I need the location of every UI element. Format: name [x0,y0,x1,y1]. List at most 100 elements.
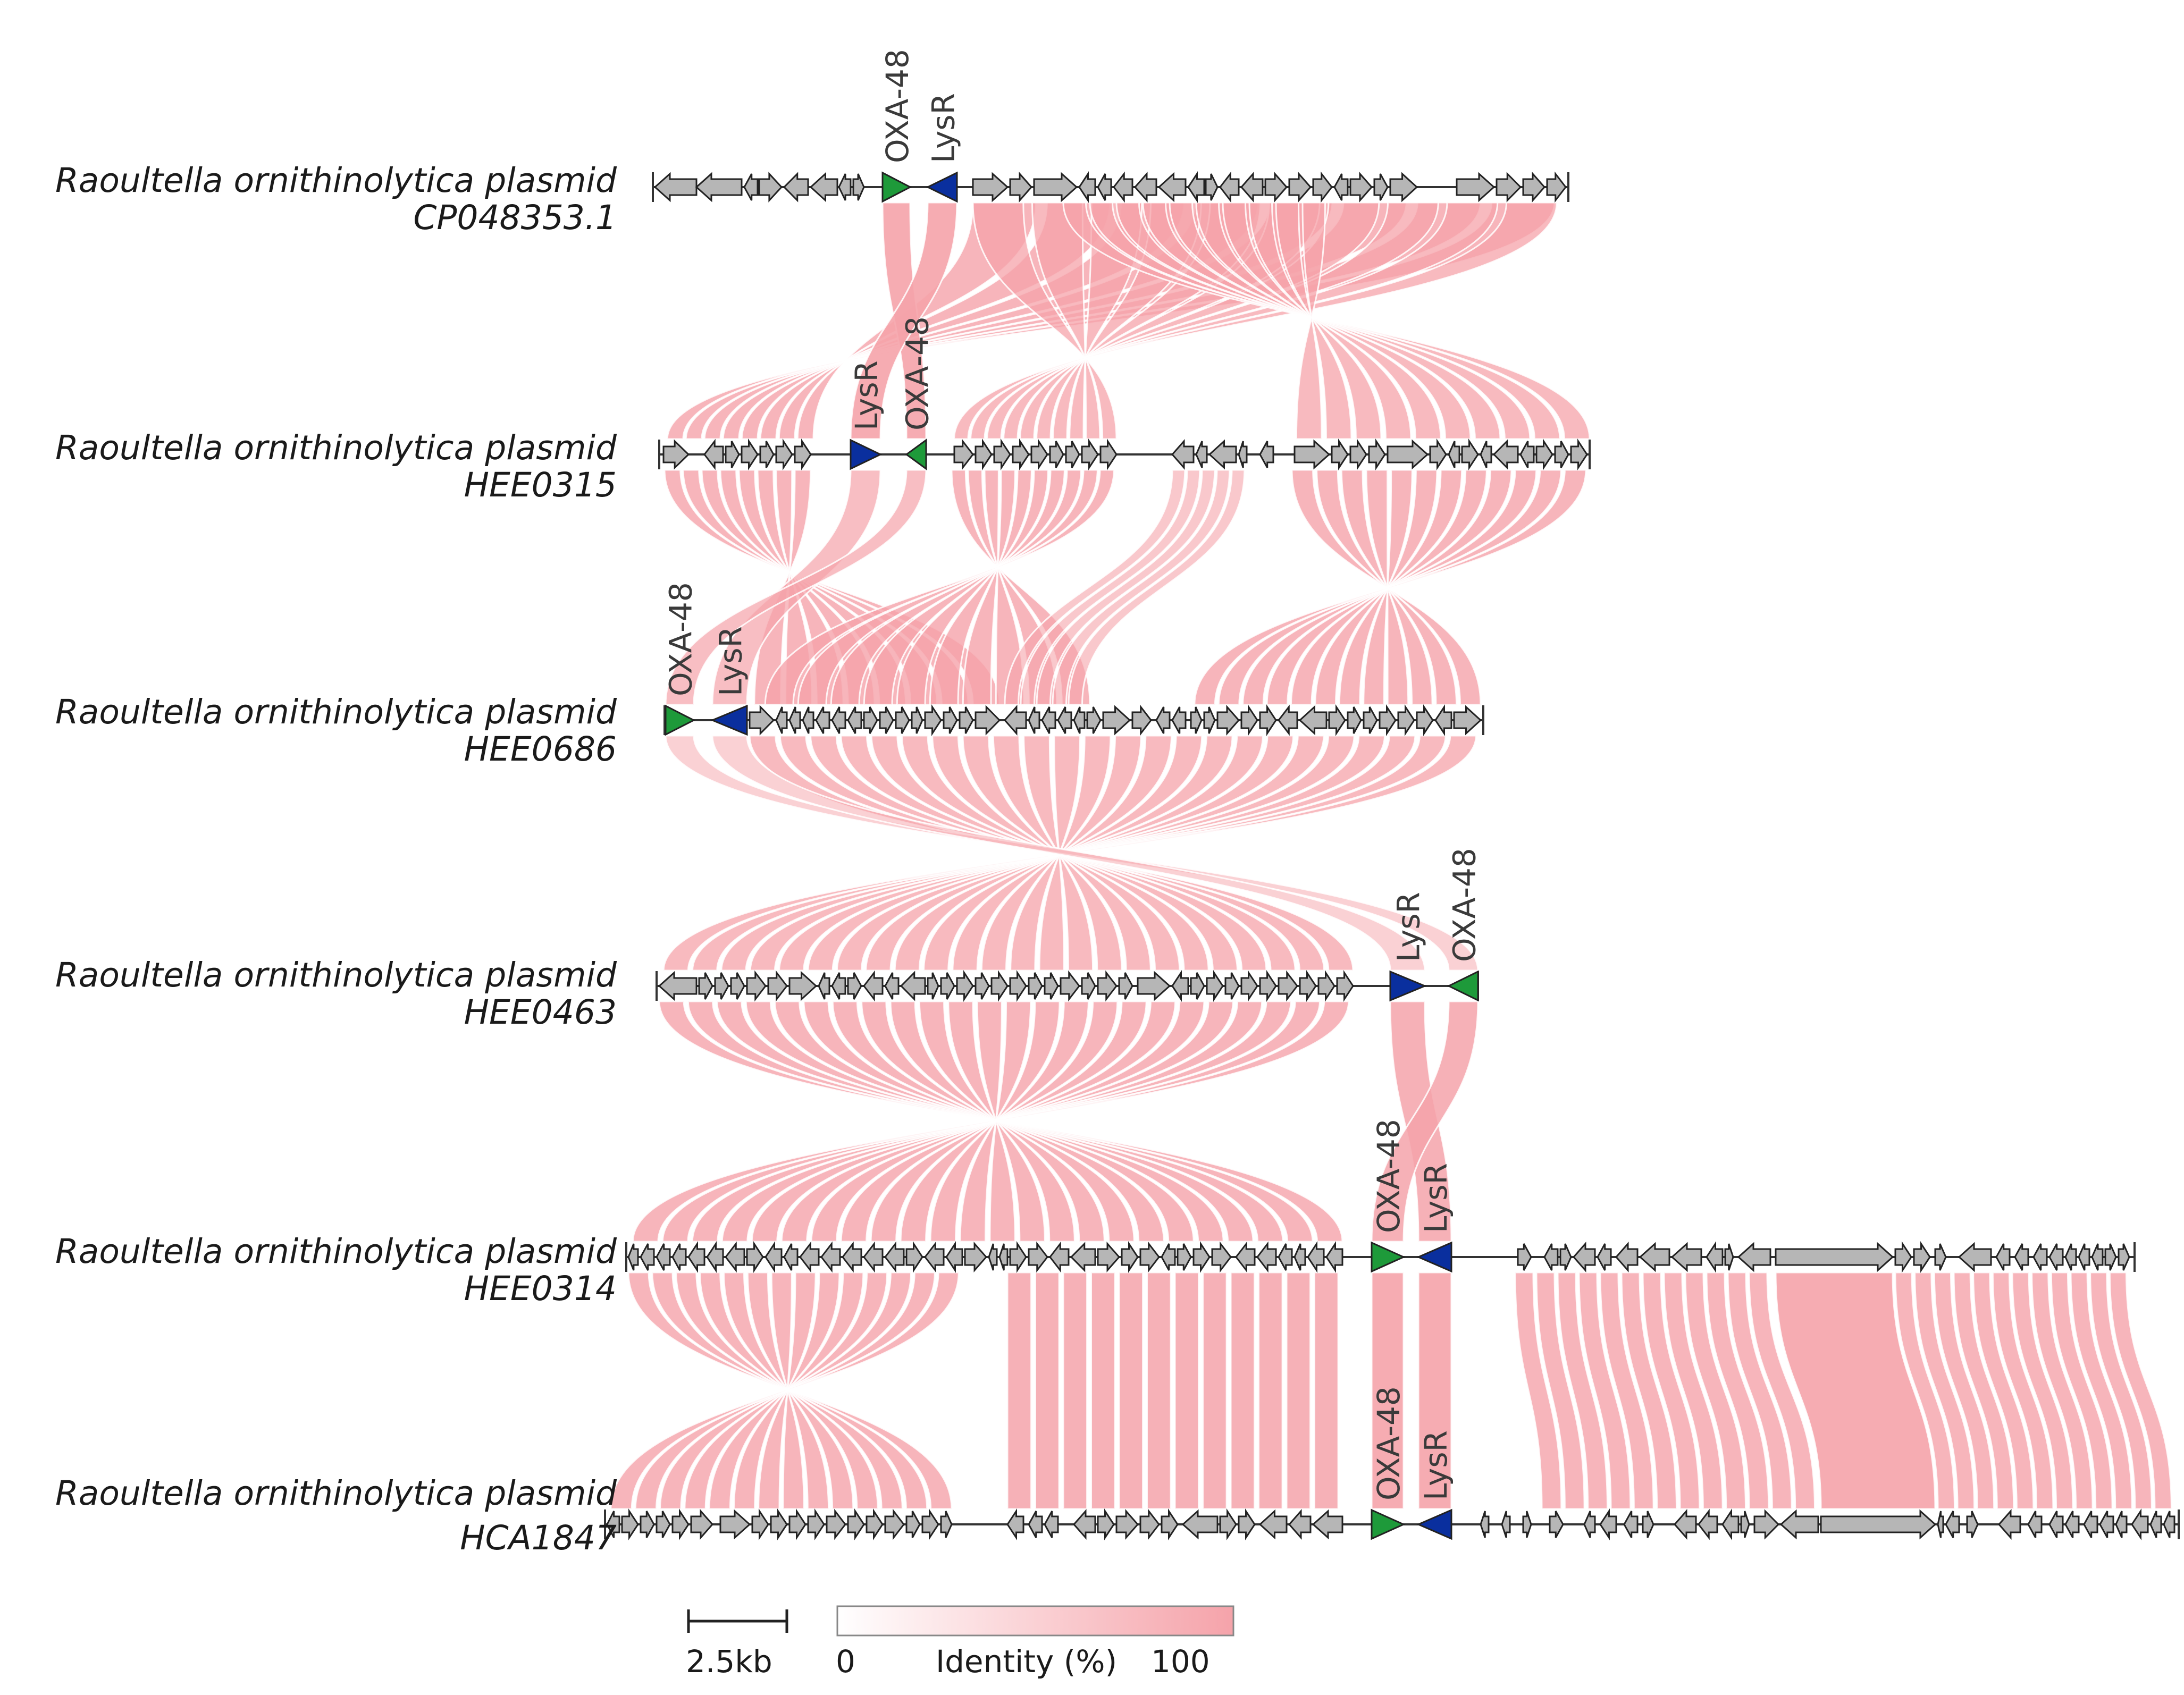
gene-arrow [1057,706,1072,734]
gene-arrow [1429,438,1447,470]
gene-arrow [2115,1511,2128,1538]
gene-arrow [1583,1511,1596,1538]
gene-arrow [621,1508,639,1540]
gene-arrow [831,972,846,1000]
oxa-link [665,469,927,706]
identity-link [1313,1271,1339,1510]
gene-arrow [1966,1511,1979,1538]
organism-name: Raoultella ornithinolytica plasmid [55,1474,617,1513]
identity-link [836,735,1295,972]
gene-arrow [940,972,955,1000]
gene-arrow [725,1241,745,1273]
gene-arrow [1958,1242,1992,1272]
gene-arrow [1389,172,1418,203]
gene-arrow [1522,1511,1532,1538]
gene-arrow [1535,438,1553,470]
gene-arrow [2149,1511,2162,1538]
gene-arrow [1288,1509,1312,1540]
gene-arrow [2118,1243,2130,1271]
identity-axis-label: Identity (%) [936,1643,1118,1680]
gene-arrow [1131,704,1152,736]
gene-arrow [1078,171,1096,203]
identity-link [1195,201,1442,440]
gene-arrow [2083,1511,2098,1538]
identity-link [774,1000,1224,1243]
gene-arrow [1623,1511,1639,1538]
gene-arrow [1205,173,1219,201]
track-label-hee0463: Raoultella ornithinolytica plasmid HEE04… [0,957,617,1031]
identity-link [1202,1271,1228,1510]
gene-arrow [1219,1508,1237,1540]
gene-arrow [1820,1509,1937,1540]
accession-id: HEE0686 [464,730,617,769]
gene-arrow [924,704,942,736]
gene-arrow [993,438,1011,470]
gene-arrow [758,172,783,203]
lysr-gene [1416,1508,1452,1540]
gene-arrow [1161,1508,1179,1540]
gene-arrow [1028,706,1040,734]
identity-link [1230,1271,1256,1510]
gene-arrow [884,1241,905,1273]
gene-arrow [1349,172,1373,203]
oxa-link [1371,1271,1405,1510]
identity-link [1242,469,1538,706]
gene-arrow [1009,970,1027,1002]
gene-track [625,1241,2136,1273]
oxa-48-gene [881,171,912,203]
gene-arrow [1706,1241,1724,1273]
gene-arrow [765,1241,783,1273]
gene-arrow [1099,438,1118,470]
gene-arrow [1288,172,1312,203]
gene-arrow [1086,706,1102,734]
gene-arrow [1461,438,1479,470]
gene-arrow [820,1241,841,1273]
gene-arrow [1134,172,1157,203]
gene-arrow [687,1241,705,1273]
lysr-label: LysR [1391,892,1427,962]
gene-arrow [746,1241,764,1273]
gene-arrow [1238,1508,1256,1540]
gene-arrow [2048,1243,2064,1271]
gene-arrow [964,1242,987,1272]
track-label-hee0315: Raoultella ornithinolytica plasmid HEE03… [0,429,617,504]
track-label-hca1847: Raoultella ornithinolytica plasmid HCA18… [0,1475,617,1557]
lysr-gene [1389,970,1427,1002]
gene-arrow [1434,704,1452,736]
gene-arrow [1368,438,1386,470]
gene-arrow [1480,441,1492,468]
gene-arrow [719,1509,751,1540]
gene-arrow [1097,1508,1115,1540]
gene-arrow [1161,1243,1176,1271]
identity-link [1775,1271,1936,1510]
gene-arrow [703,438,724,470]
gene-arrow [1190,706,1203,734]
gene-arrow [1041,706,1056,734]
gene-arrow [1945,1511,1960,1538]
gene-arrow [863,970,884,1002]
gene-arrow [690,1509,713,1540]
identity-link [1286,1271,1312,1510]
identity-min-label: 0 [836,1643,855,1680]
gene-track [652,171,1569,203]
gene-arrow [1331,438,1349,470]
gene-arrow [1546,171,1567,203]
gene-arrow [1030,438,1048,470]
gene-arrow [927,972,939,1000]
identity-link [1010,735,1112,972]
gene-arrow [1724,1243,1734,1271]
gene-arrow [921,1508,939,1540]
identity-link [1068,469,1246,706]
identity-link [659,1271,912,1510]
identity-link [947,1000,1046,1243]
gene-arrow [826,1508,846,1540]
track-label-hee0686: Raoultella ornithinolytica plasmid HEE06… [0,694,617,768]
identity-color-bar [836,1605,1234,1637]
gene-arrow [802,706,814,734]
gene-arrow [1501,1511,1511,1538]
oxa-48-label: OXA-48 [879,49,915,163]
gene-arrow [775,706,788,734]
gene-arrow [1325,1241,1343,1273]
gene-arrow [1049,441,1064,468]
lysr-link [711,735,1426,972]
